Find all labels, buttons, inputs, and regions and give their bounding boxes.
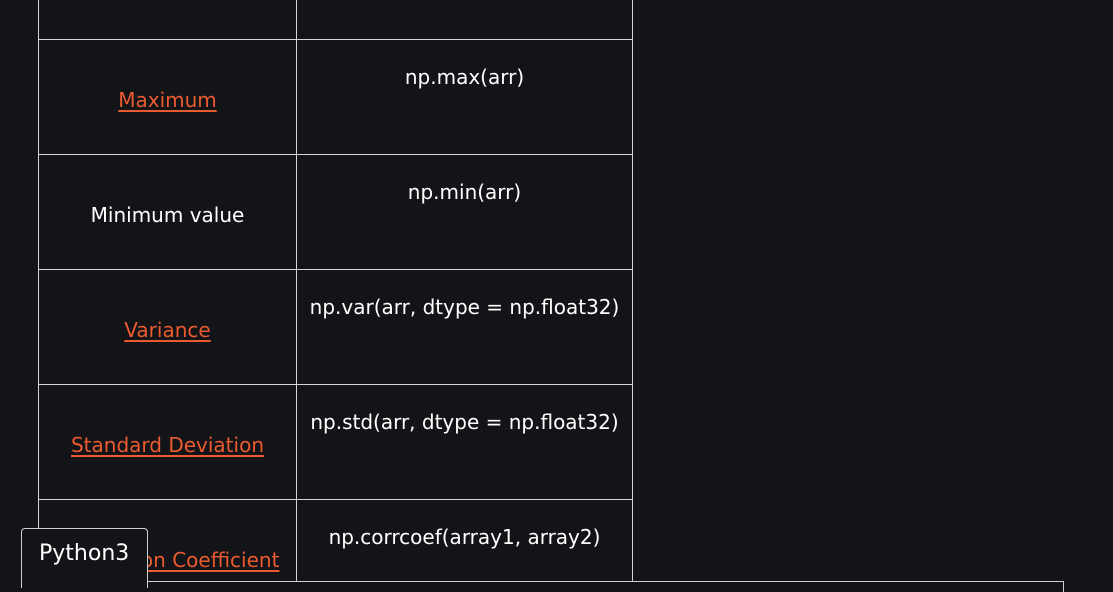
function-name-cell: Standard Deviation bbox=[38, 384, 297, 500]
function-code-cell bbox=[296, 0, 633, 40]
function-code: np.std(arr, dtype = np.float32) bbox=[310, 410, 619, 434]
function-code-cell: np.std(arr, dtype = np.float32) bbox=[296, 384, 633, 500]
table-row: Standard Deviation np.std(arr, dtype = n… bbox=[38, 384, 633, 500]
function-name-cell: Minimum value bbox=[38, 154, 297, 270]
function-code: np.min(arr) bbox=[407, 180, 522, 204]
function-name-cell: Maximum bbox=[38, 39, 297, 155]
function-code-cell: np.max(arr) bbox=[296, 39, 633, 155]
table-row: Minimum value np.min(arr) bbox=[38, 154, 633, 270]
minimum-value-label: Minimum value bbox=[90, 203, 245, 227]
variance-link[interactable]: Variance bbox=[124, 318, 211, 342]
function-name-cell bbox=[38, 0, 297, 40]
maximum-link[interactable]: Maximum bbox=[118, 88, 217, 112]
function-code: np.max(arr) bbox=[404, 65, 525, 89]
function-name-cell: Variance bbox=[38, 269, 297, 385]
function-code-cell: np.min(arr) bbox=[296, 154, 633, 270]
standard-deviation-link[interactable]: Standard Deviation bbox=[70, 433, 264, 457]
table-row: Maximum np.max(arr) bbox=[38, 39, 633, 155]
table-row: Variance np.var(arr, dtype = np.float32) bbox=[38, 269, 633, 385]
function-code-cell: np.corrcoef(array1, array2) bbox=[296, 499, 633, 592]
function-code-cell: np.var(arr, dtype = np.float32) bbox=[296, 269, 633, 385]
code-block bbox=[21, 581, 1064, 592]
table-row: Correlation Coefficient np.corrcoef(arra… bbox=[38, 499, 633, 592]
table-row bbox=[38, 0, 633, 40]
function-code: np.corrcoef(array1, array2) bbox=[328, 525, 601, 549]
function-code: np.var(arr, dtype = np.float32) bbox=[309, 295, 620, 319]
tab-label: Python3 bbox=[39, 541, 130, 566]
numpy-functions-table: Maximum np.max(arr) Minimum value np.min… bbox=[38, 0, 633, 592]
tab-python3[interactable]: Python3 bbox=[21, 528, 148, 588]
